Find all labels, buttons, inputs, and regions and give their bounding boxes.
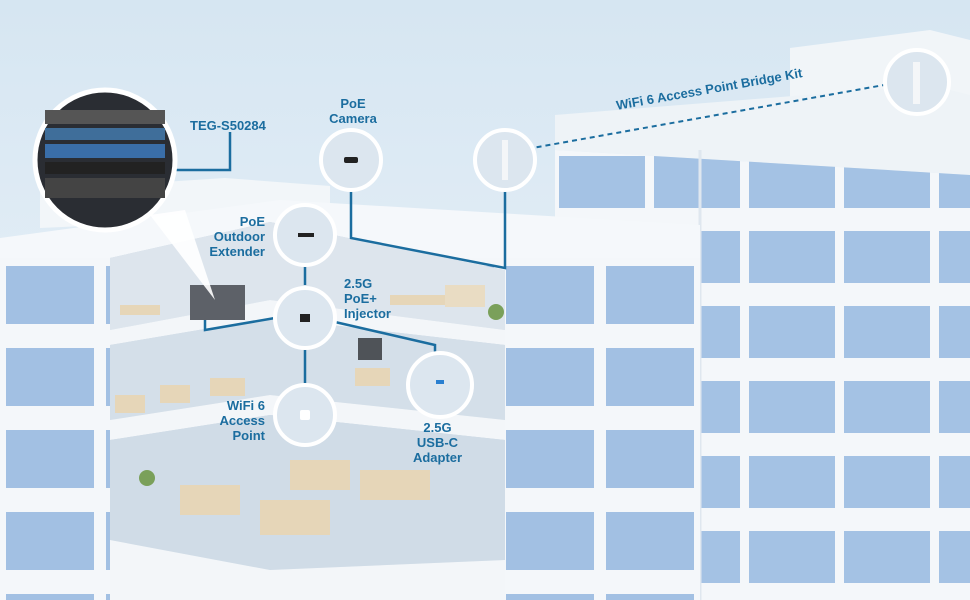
camera-icon	[344, 157, 358, 163]
usb-adapter-icon	[436, 380, 444, 384]
switch-callout	[32, 87, 178, 233]
label-injector: 2.5G PoE+ Injector	[344, 276, 391, 321]
label-line: PoE	[340, 96, 366, 111]
bridge-antenna-icon	[913, 62, 920, 104]
network-cables	[165, 132, 507, 385]
label-camera: PoE Camera	[318, 96, 388, 126]
usb-adapter-callout	[406, 351, 474, 419]
label-line: Point	[232, 428, 266, 443]
label-line: Extender	[209, 244, 265, 259]
label-line: PoE+	[344, 291, 377, 306]
device-icons	[298, 62, 920, 420]
extender-icon	[298, 233, 314, 237]
label-line: Camera	[329, 111, 377, 126]
label-line: Adapter	[412, 450, 463, 465]
label-line: Outdoor	[213, 229, 265, 244]
label-extender: PoE Outdoor Extender	[190, 214, 265, 259]
label-line: Access	[219, 413, 265, 428]
label-line: PoE	[239, 214, 265, 229]
left-building	[0, 178, 700, 600]
label-line: WiFi 6	[226, 398, 265, 413]
label-line: 2.5G	[423, 420, 452, 435]
label-line: Injector	[344, 306, 391, 321]
label-line: USB-C	[416, 435, 459, 450]
label-access-point: WiFi 6 Access Point	[190, 398, 265, 443]
injector-icon	[300, 314, 310, 322]
label-switch: TEG-S50284	[190, 118, 266, 133]
label-line: 2.5G	[344, 276, 373, 291]
bridge-antenna-icon	[502, 140, 508, 180]
label-usb-adapter: 2.5G USB-C Adapter	[400, 420, 475, 465]
access-point-icon	[300, 410, 310, 420]
